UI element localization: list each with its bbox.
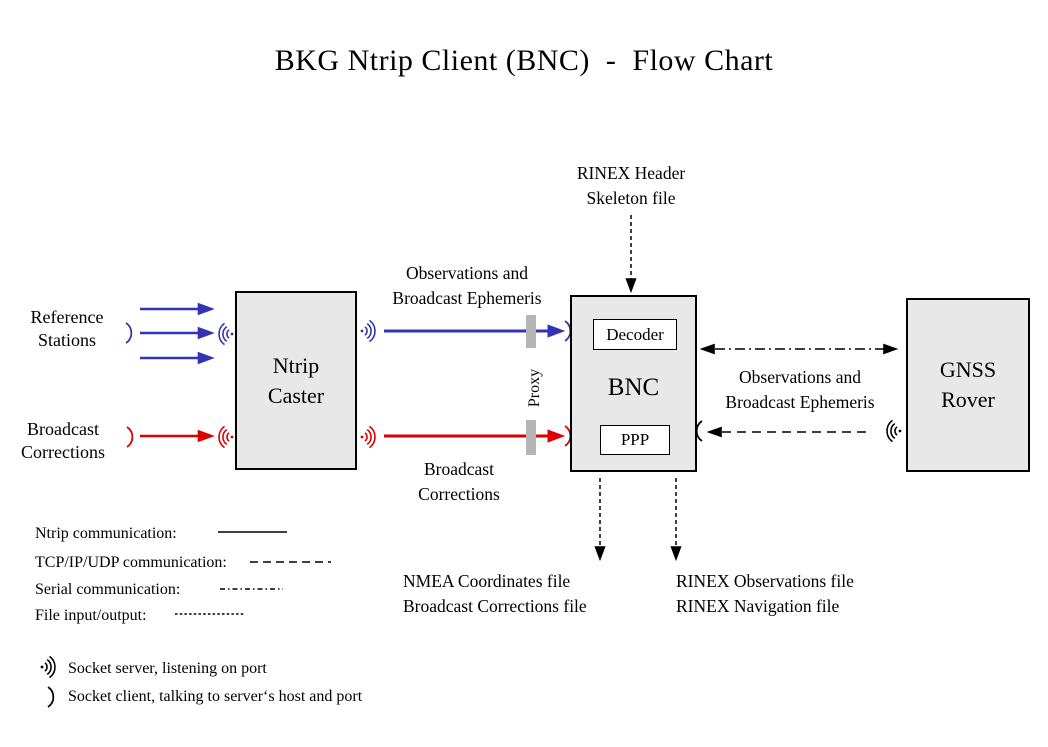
- socket-server-caster-right-blue: [360, 319, 376, 343]
- broadcast-corrections-label: Broadcast Corrections: [21, 419, 105, 462]
- proxy-bar-bottom: [526, 420, 536, 455]
- legend-item-tcp: TCP/IP/UDP communication:: [35, 554, 227, 571]
- reference-stations-label: Reference Stations: [30, 307, 104, 350]
- socket-server-caster-right-red: [360, 425, 376, 449]
- obs-ephemeris-right-label: Observations and Broadcast Ephemeris: [725, 367, 875, 412]
- socket-server-caster-left-red: [218, 425, 234, 449]
- obs-ephemeris-top-label: Observations and Broadcast Ephemeris: [392, 263, 542, 308]
- legend-item-ntrip: Ntrip communication:: [35, 525, 177, 542]
- proxy-label: Proxy: [526, 368, 543, 408]
- socket-client-legend-icon: [47, 686, 55, 708]
- bnc-label: BNC: [607, 374, 660, 401]
- bnc-rover-serial-arrowhead-left: [699, 343, 715, 355]
- rinex-header-skeleton-label: RINEX Header Skeleton file: [576, 163, 686, 208]
- socket-server-caster-left-blue: [218, 322, 234, 346]
- legend-item-file: File input/output:: [35, 607, 147, 624]
- ref-station-arrowhead-1: [197, 302, 215, 316]
- node-ntrip-caster: Ntrip Caster: [235, 291, 357, 470]
- legend-item-serial: Serial communication:: [35, 581, 181, 598]
- socket-client-legend-label: Socket client, talking to server‘s host …: [68, 688, 363, 705]
- socket-server-legend-label: Socket server, listening on port: [68, 660, 267, 677]
- node-gnss-rover: GNSS Rover: [906, 298, 1030, 472]
- skeleton-file-arrowhead: [625, 278, 637, 294]
- node-bnc: Decoder BNC PPP: [570, 295, 697, 472]
- broadcast-corrections-arrowhead: [197, 429, 215, 443]
- output-files-right-label: RINEX Observations file RINEX Navigation…: [676, 571, 854, 616]
- page-title: BKG Ntrip Client (BNC) - Flow Chart: [274, 44, 774, 77]
- caster-to-bnc-corr-arrowhead: [547, 429, 566, 443]
- socket-server-legend-icon: [40, 655, 56, 679]
- broadcast-corrections-mid-label: Broadcast Corrections: [418, 459, 500, 504]
- bnc-ppp-box: PPP: [600, 425, 670, 455]
- bnc-output-left-arrowhead: [594, 546, 606, 562]
- socket-server-rover-left: [886, 419, 902, 443]
- socket-client-ref-stations: [125, 322, 133, 344]
- rover-to-bnc-tcp-arrowhead: [706, 426, 722, 438]
- socket-client-broadcast-corrections: [126, 426, 134, 448]
- bnc-rover-serial-arrowhead-right: [883, 343, 899, 355]
- ref-station-arrowhead-3: [197, 351, 215, 365]
- bnc-output-right-arrowhead: [670, 546, 682, 562]
- proxy-bar-top: [526, 315, 536, 348]
- ref-station-arrowhead-2: [197, 326, 215, 340]
- bnc-decoder-box: Decoder: [593, 319, 677, 350]
- output-files-left-label: NMEA Coordinates file Broadcast Correcti…: [403, 571, 587, 616]
- socket-client-bnc-right: [695, 420, 703, 442]
- caster-to-bnc-obs-arrowhead: [547, 324, 566, 338]
